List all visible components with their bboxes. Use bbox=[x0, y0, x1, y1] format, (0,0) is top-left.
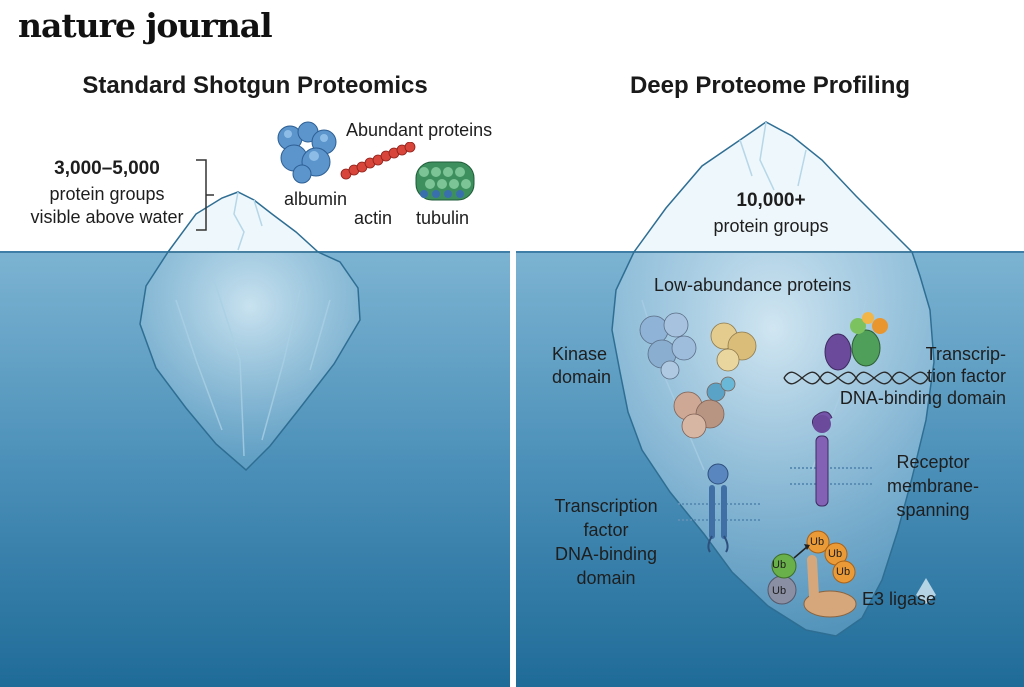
right-protein-count: 10,000+ bbox=[736, 190, 806, 211]
receptor-label-line-1: Receptor bbox=[896, 452, 970, 472]
right-panel: 10,000+ protein groups Low-abundance pro… bbox=[516, 0, 1024, 687]
kinase-protein-3 bbox=[673, 376, 736, 439]
tf-membrane-protein bbox=[678, 463, 760, 553]
dna-binding-tf-protein bbox=[824, 312, 888, 371]
receptor-label-line-3: spanning bbox=[896, 500, 970, 520]
left-protein-count: 3,000–5,000 bbox=[54, 158, 160, 179]
kinase-label-line-1: Kinase bbox=[552, 344, 608, 364]
tf-left-label-line-2: factor bbox=[583, 520, 629, 540]
low-abundance-label: Low-abundance proteins bbox=[654, 275, 852, 295]
ub-label-chain-1: Ub bbox=[810, 536, 825, 548]
count-bracket bbox=[196, 159, 214, 231]
right-iceberg-illustration bbox=[516, 121, 1024, 687]
membrane-receptor bbox=[790, 411, 872, 507]
left-panel-title: Standard Shotgun Proteomics bbox=[82, 72, 428, 99]
protein-label-actin: actin bbox=[354, 208, 393, 228]
protein-label-tubulin: tubulin bbox=[416, 208, 470, 228]
ub-label-grey: Ub bbox=[772, 585, 787, 597]
kinase-protein-2 bbox=[710, 322, 757, 372]
iceberg-underwater bbox=[139, 251, 361, 472]
kinase-protein-1 bbox=[639, 312, 697, 380]
panel-divider bbox=[510, 0, 516, 687]
tf-right-label-line-3: DNA-binding domain bbox=[839, 388, 1006, 408]
tf-left-label-line-4: domain bbox=[576, 568, 636, 588]
left-count-caption-2: visible above water bbox=[30, 207, 184, 227]
tf-left-label-line-1: Transcription bbox=[554, 496, 658, 516]
protein-label-albumin: albumin bbox=[284, 189, 348, 209]
tf-right-label-line-1: Transcrip- bbox=[925, 344, 1006, 364]
left-iceberg-illustration bbox=[0, 159, 510, 687]
left-count-caption-1: protein groups bbox=[49, 184, 165, 204]
right-count-caption: protein groups bbox=[713, 216, 829, 236]
tf-right-label-line-2: tion factor bbox=[926, 366, 1006, 386]
kinase-label-line-2: domain bbox=[552, 367, 612, 387]
receptor-label-line-2: membrane- bbox=[886, 476, 980, 496]
abundant-proteins-label: Abundant proteins bbox=[346, 120, 493, 140]
e3-ligase-complex bbox=[767, 530, 857, 618]
ub-label-chain-3: Ub bbox=[836, 566, 851, 578]
ub-label-chain-2: Ub bbox=[828, 548, 843, 560]
left-panel: 3,000–5,000 protein groups visible above… bbox=[0, 0, 510, 687]
dna-helix bbox=[783, 371, 929, 385]
e3-ligase-label: E3 ligase bbox=[862, 589, 937, 609]
right-panel-title: Deep Proteome Profiling bbox=[629, 72, 911, 99]
journal-name: nature journal bbox=[18, 6, 273, 45]
tf-left-label-line-3: DNA-binding bbox=[554, 544, 658, 564]
ub-label-green: Ub bbox=[772, 559, 787, 571]
